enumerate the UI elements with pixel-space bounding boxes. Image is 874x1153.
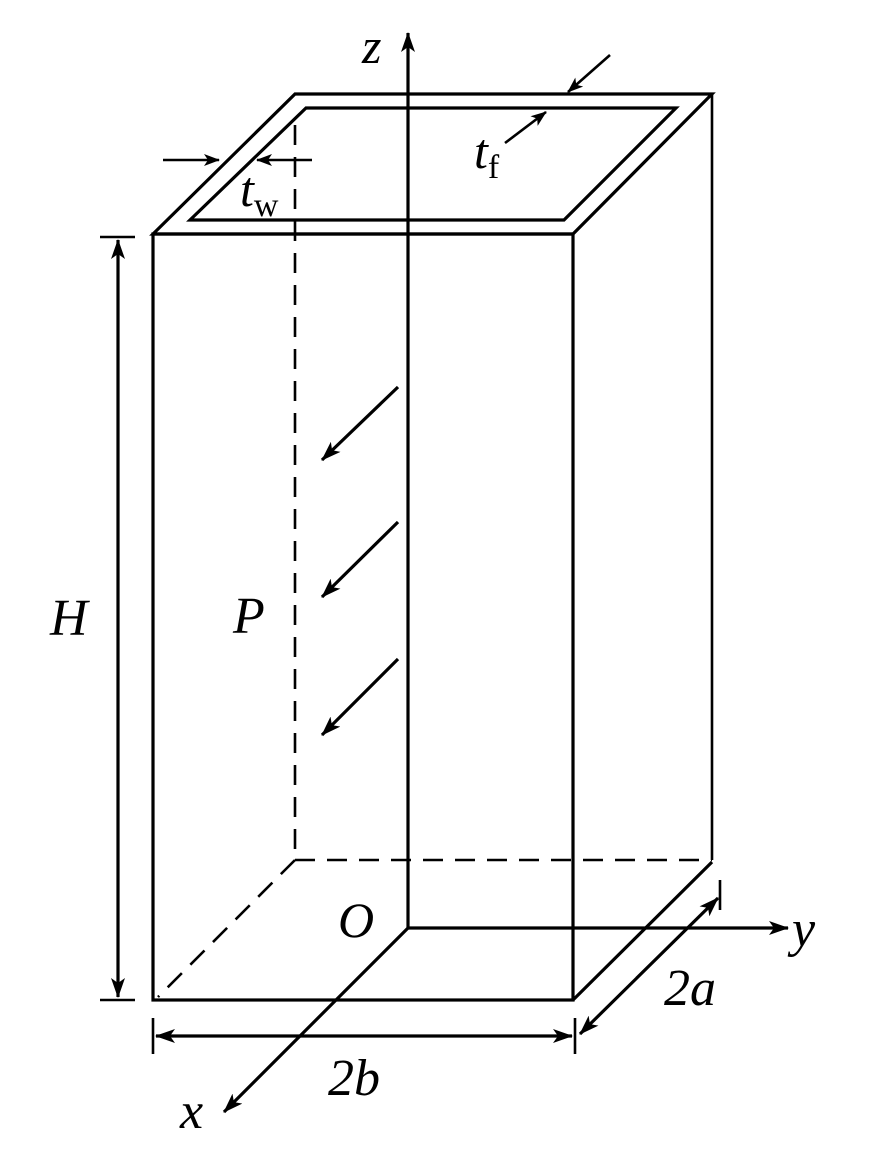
depth-dimension-line <box>578 896 720 1036</box>
top-outer-edge <box>149 92 716 236</box>
z-axis-label: z <box>361 18 381 74</box>
y-axis-label: y <box>787 901 816 958</box>
width-label: 2b <box>328 1050 380 1107</box>
load-label: P <box>232 588 265 645</box>
flange-thickness-arrow-inner <box>504 110 547 145</box>
x-axis <box>222 926 410 1114</box>
load-arrow-2 <box>320 520 400 599</box>
height-label: H <box>49 590 90 647</box>
flange-thickness-indicator <box>504 54 611 145</box>
height-dimension <box>100 235 135 1002</box>
origin-label: O <box>338 892 374 948</box>
hidden-edges <box>157 125 712 998</box>
load-arrows <box>320 385 400 737</box>
depth-label: 2a <box>664 960 716 1017</box>
web-thickness-symbol: t <box>240 161 255 217</box>
web-thickness-label: tw <box>240 161 279 224</box>
load-arrow-3 <box>320 657 400 737</box>
flange-thickness-symbol: t <box>474 123 489 179</box>
top-inner-edge <box>186 106 680 222</box>
depth-dimension <box>578 880 722 1036</box>
web-thickness-subscript: w <box>254 187 279 224</box>
width-dimension <box>151 1018 577 1054</box>
flange-thickness-arrow-outer <box>567 54 611 93</box>
x-axis-label: x <box>179 1083 203 1140</box>
flange-thickness-subscript: f <box>488 149 500 186</box>
front-face <box>151 232 575 1002</box>
load-arrow-1 <box>320 385 400 462</box>
flange-thickness-label: tf <box>474 123 500 186</box>
hidden-left-bottom-edge <box>157 859 296 998</box>
